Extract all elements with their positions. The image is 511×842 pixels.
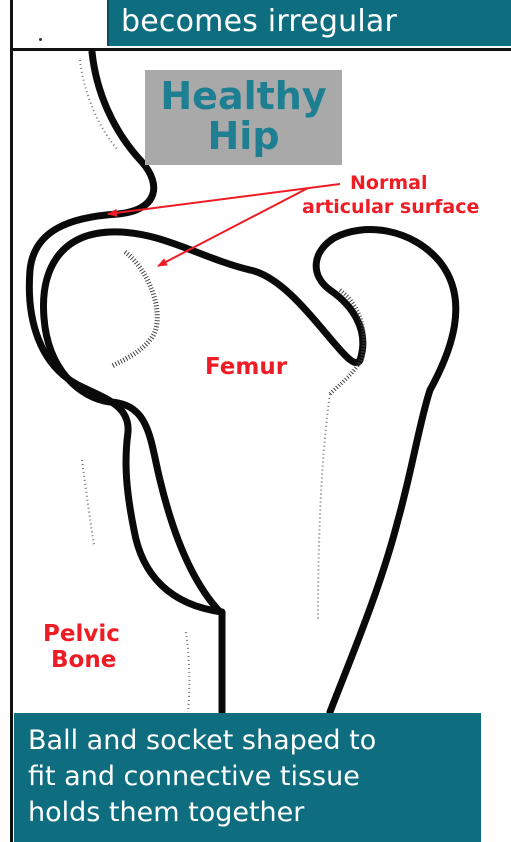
bottom-caption-line-2: fit and connective tissue <box>28 759 360 795</box>
femur-shaft-inner-line <box>318 394 330 620</box>
title-box: Healthy Hip <box>145 70 342 165</box>
label-femur: Femur <box>205 354 287 380</box>
pelvis-dotted-line-bottom <box>186 632 189 712</box>
label-bone: Bone <box>51 647 116 673</box>
pointer-arrow-head <box>158 188 308 266</box>
femoral-head-cartilage <box>112 252 157 366</box>
pelvis-dotted-line-lower <box>82 460 94 545</box>
label-pelvic: Pelvic <box>43 621 120 647</box>
bottom-caption-line-3: holds them together <box>28 795 304 831</box>
bottom-caption-line-1: Ball and socket shaped to <box>28 723 376 759</box>
label-normal: Normal <box>350 172 427 194</box>
label-articular-surface: articular surface <box>302 196 479 218</box>
title-line-hip: Hip <box>145 116 342 156</box>
bottom-caption-banner: Ball and socket shaped to fit and connec… <box>14 713 481 842</box>
title-line-healthy: Healthy <box>145 76 342 116</box>
